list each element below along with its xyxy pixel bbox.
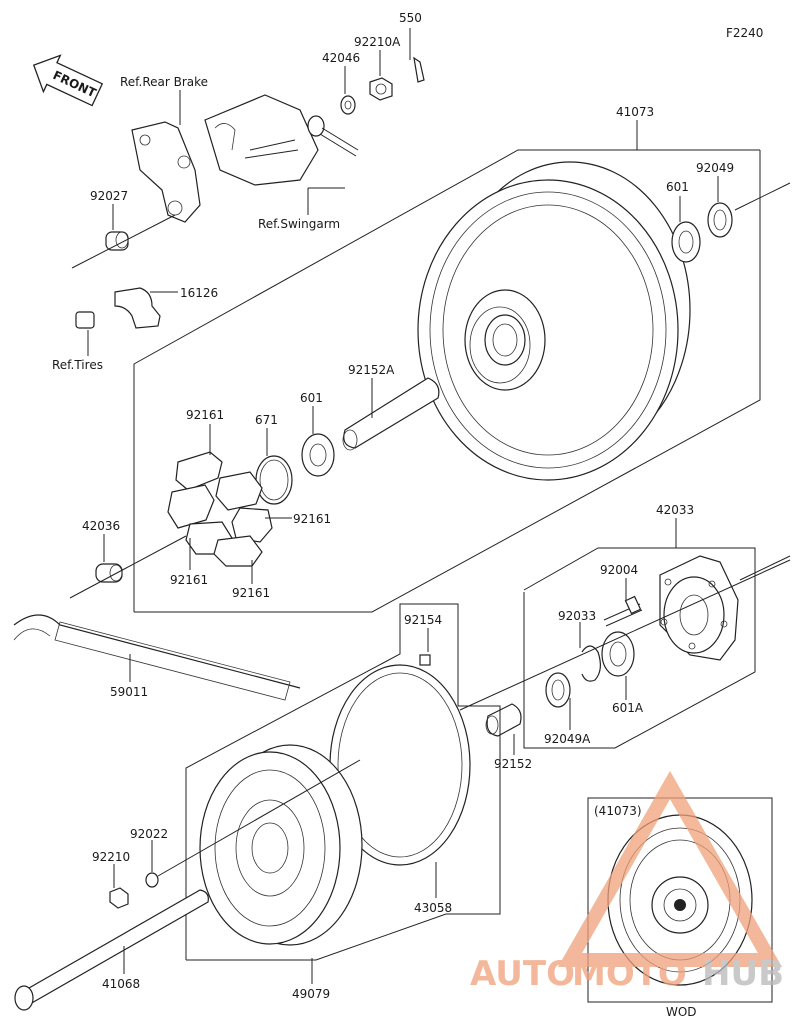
part-92210: 92210	[92, 850, 130, 864]
part-92154: 92154	[404, 613, 442, 627]
svg-text:HUB: HUB	[702, 954, 784, 994]
part-92152A: 92152A	[348, 363, 395, 377]
bearing-601-top	[671, 221, 701, 263]
oil-seal-92049A	[545, 672, 571, 708]
inset-ref-code: (41073)	[594, 804, 642, 818]
front-arrow-icon	[32, 54, 104, 107]
part-92161-c: 92161	[170, 573, 208, 587]
part-550: 550	[399, 11, 422, 25]
part-41068: 41068	[102, 977, 140, 991]
part-92004: 92004	[600, 563, 638, 577]
part-92022: 92022	[130, 827, 168, 841]
drive-belt-59011	[13, 614, 301, 701]
bearing-601A	[601, 631, 635, 677]
oil-seal-92049	[707, 202, 733, 238]
ref-tires: Ref.Tires	[52, 358, 103, 372]
part-92027: 92027	[90, 189, 128, 203]
part-92161-d: 92161	[232, 586, 270, 600]
part-92049A: 92049A	[544, 732, 591, 746]
part-43058: 43058	[414, 901, 452, 915]
part-601-top: 601	[666, 180, 689, 194]
part-41073: 41073	[616, 105, 654, 119]
upper-assembly-outline	[133, 149, 760, 612]
collar-92027	[105, 231, 129, 251]
bearing-601-mid	[301, 433, 335, 477]
part-16126: 16126	[180, 286, 218, 300]
circlip-92033	[581, 645, 601, 682]
pulley-49079	[199, 744, 363, 946]
inset-label: WOD	[666, 1005, 697, 1019]
axle-41068	[14, 889, 209, 1011]
part-59011: 59011	[110, 685, 148, 699]
part-92161-b: 92161	[293, 512, 331, 526]
ref-rear-brake: Ref.Rear Brake	[120, 75, 208, 89]
swingarm-adjuster-bolt	[307, 115, 359, 157]
sprocket-hub-42033	[659, 555, 739, 661]
washer-42046	[340, 95, 356, 115]
part-92033: 92033	[558, 609, 596, 623]
cast-wheel-41073	[417, 161, 691, 481]
svg-text:MOTO: MOTO	[572, 954, 687, 994]
part-92161-a: 92161	[186, 408, 224, 422]
part-42046: 42046	[322, 51, 360, 65]
watermark-logo: AUTO MOTO HUB	[470, 770, 784, 994]
spacer-92152A	[342, 377, 440, 451]
part-42036: 42036	[82, 519, 120, 533]
stud-92004	[603, 595, 643, 627]
cotter-pin	[413, 56, 425, 83]
bolt-92154	[419, 654, 431, 666]
part-92210A: 92210A	[354, 35, 401, 49]
part-49079: 49079	[292, 987, 330, 1001]
axle-nut-bottom	[109, 887, 129, 909]
svg-text:AUTO: AUTO	[470, 954, 575, 994]
part-42033: 42033	[656, 503, 694, 517]
part-601A: 601A	[612, 701, 644, 715]
collar-92152	[485, 703, 522, 737]
rear-brake-bracket	[131, 94, 319, 223]
washer-92022	[145, 872, 159, 888]
part-92049: 92049	[696, 161, 734, 175]
wheel-damper-set	[167, 451, 273, 567]
part-92152: 92152	[494, 757, 532, 771]
figure-code: F2240	[726, 26, 763, 40]
part-671: 671	[255, 413, 278, 427]
o-ring-671	[255, 455, 293, 505]
tire-valve	[75, 287, 161, 329]
collar-42036	[95, 563, 123, 583]
axle-nut-top	[369, 77, 393, 101]
ref-swingarm: Ref.Swingarm	[258, 217, 340, 231]
part-601-mid: 601	[300, 391, 323, 405]
